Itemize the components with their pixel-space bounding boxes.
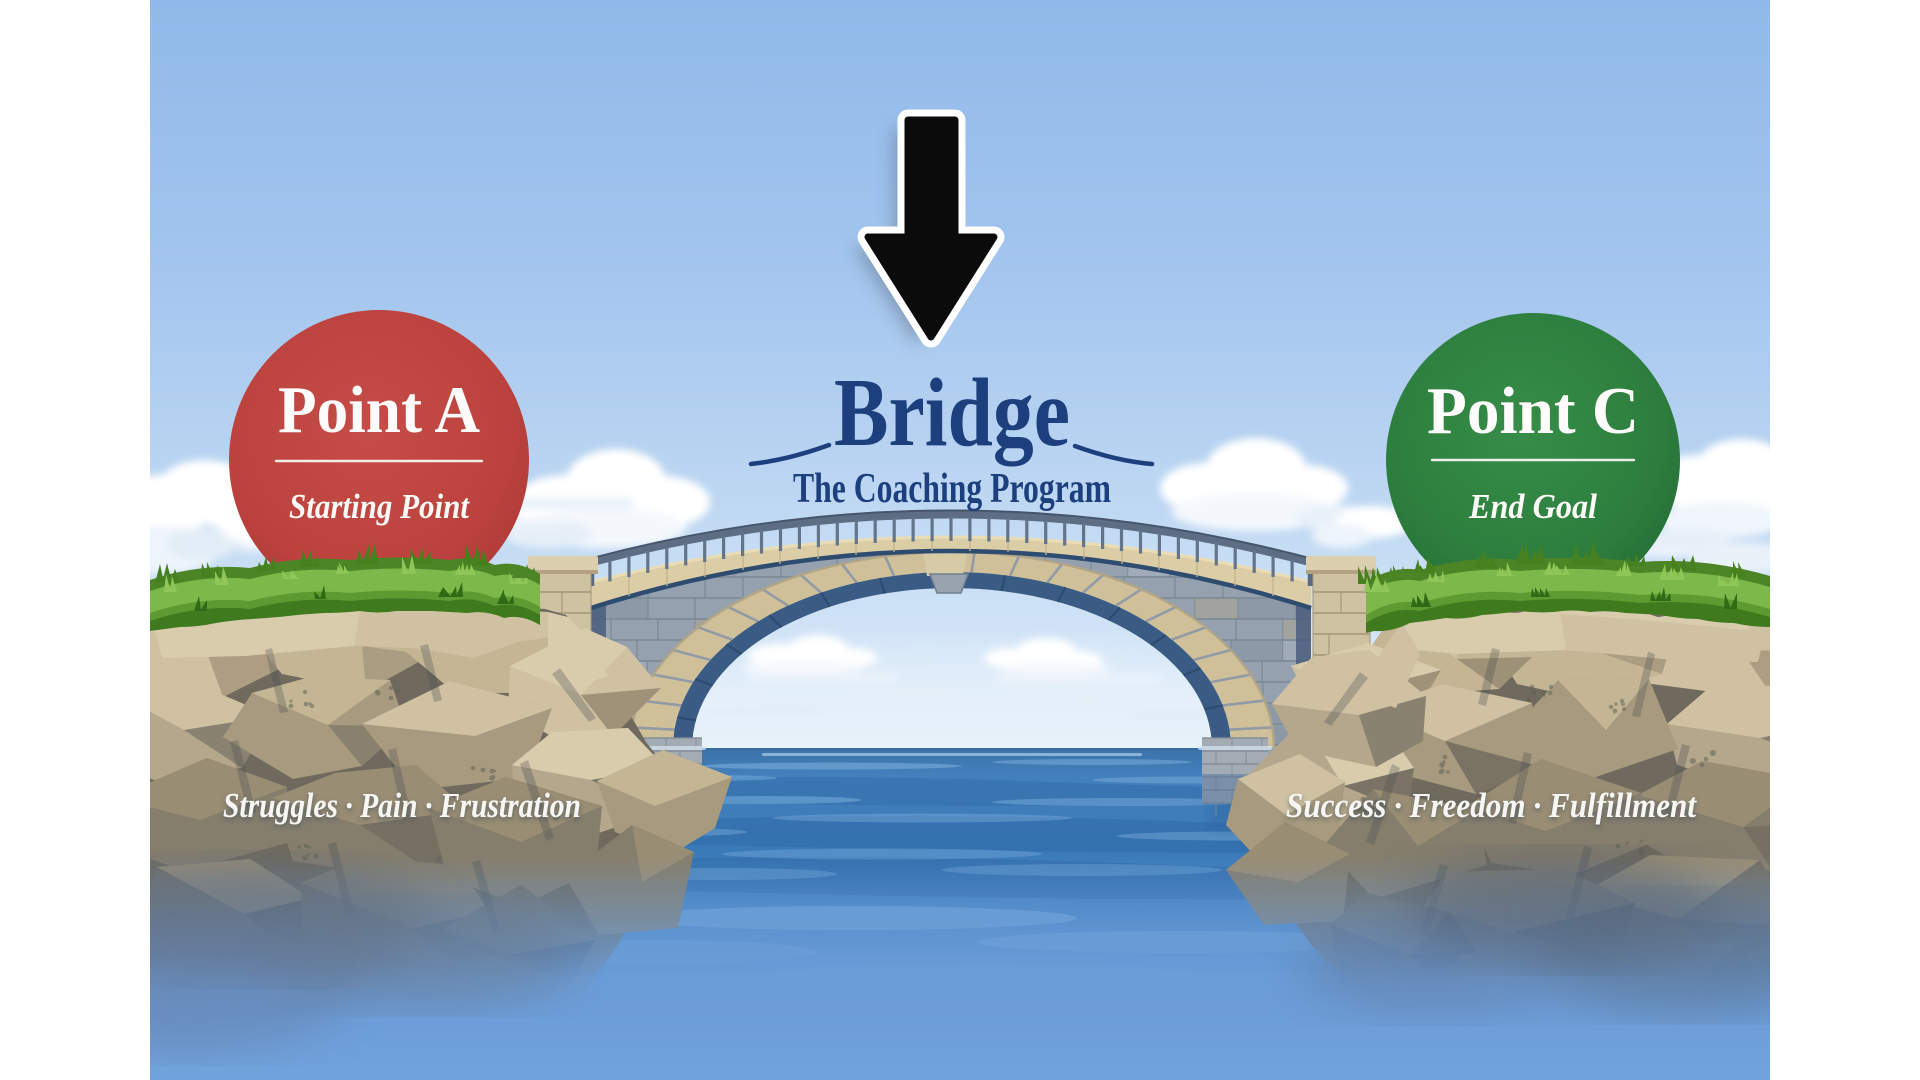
svg-text:Point C: Point C bbox=[1427, 374, 1639, 448]
svg-text:Point A: Point A bbox=[278, 373, 480, 447]
svg-text:Starting Point: Starting Point bbox=[289, 487, 470, 526]
svg-text:End Goal: End Goal bbox=[1468, 487, 1597, 526]
svg-text:Bridge: Bridge bbox=[834, 359, 1070, 466]
svg-text:Success · Freedom · Fulfillmen: Success · Freedom · Fulfillment bbox=[1286, 786, 1697, 825]
svg-text:Struggles · Pain · Frustration: Struggles · Pain · Frustration bbox=[223, 786, 581, 825]
svg-text:The Coaching Program: The Coaching Program bbox=[793, 466, 1111, 512]
